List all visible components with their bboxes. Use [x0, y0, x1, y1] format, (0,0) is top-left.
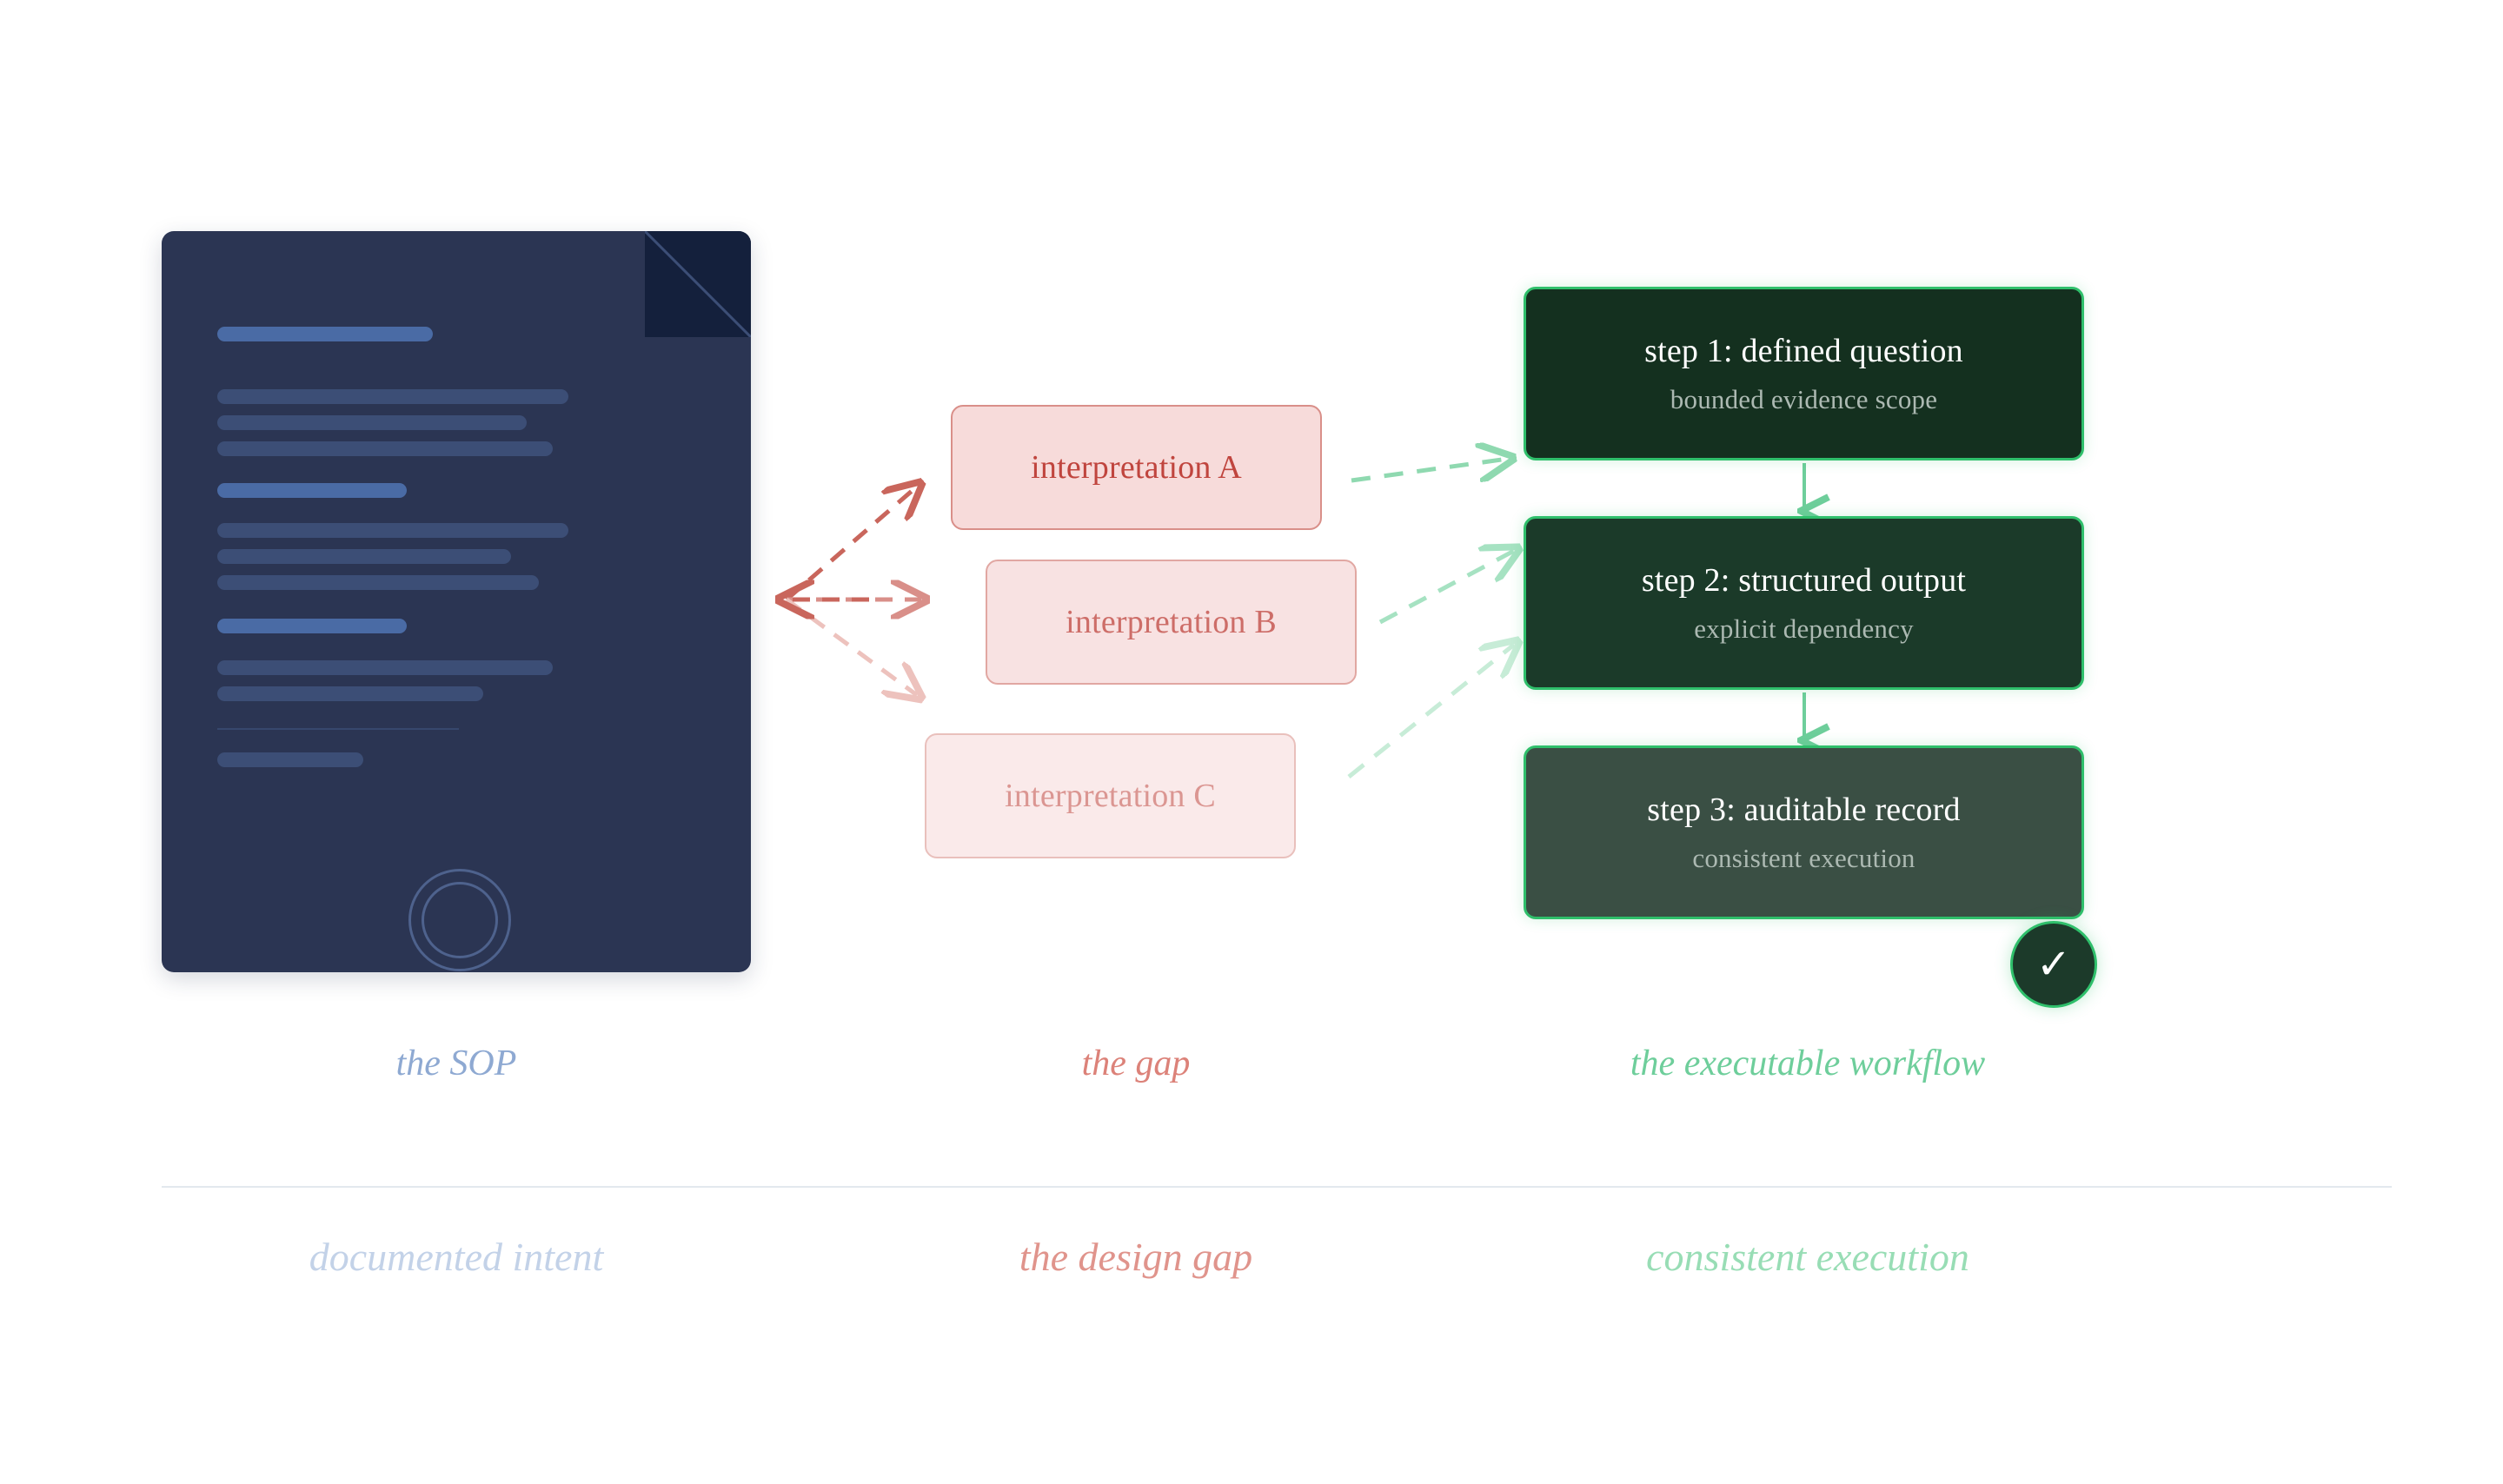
workflow-step-2-title: step 2: structured output: [1641, 562, 1967, 599]
sop-text-line: [217, 523, 568, 538]
sop-text-line: [217, 549, 511, 564]
sop-text-line: [217, 389, 568, 404]
sop-seal-inner-ring: [422, 882, 498, 958]
subcaption-the-design-gap: the design gap: [1019, 1235, 1253, 1279]
sop-text-line: [217, 327, 433, 341]
arrow-sop-to-interp-c: [785, 597, 917, 695]
sop-document: [162, 231, 751, 972]
page-fold-diagonal-icon: [645, 231, 751, 337]
sop-text-line: [217, 483, 407, 498]
sop-signature-rule: [217, 728, 459, 730]
interpretation-label-b: interpretation B: [1066, 604, 1277, 640]
workflow-step-3-subtitle: consistent execution: [1692, 843, 1915, 873]
workflow-step-1-subtitle: bounded evidence scope: [1670, 384, 1938, 414]
sop-seal-outer-ring: [408, 869, 511, 971]
workflow-step-1-title: step 1: defined question: [1644, 333, 1963, 369]
sop-text-line: [217, 441, 553, 456]
sop-text-line: [217, 686, 483, 701]
caption-the-gap: the gap: [1081, 1043, 1191, 1083]
workflow-step-2[interactable]: step 2: structured output explicit depen…: [1524, 516, 2084, 690]
interpretation-box-b[interactable]: interpretation B: [986, 560, 1357, 685]
page-fold-corner: [645, 231, 751, 337]
sop-text-line: [217, 619, 407, 633]
subcaption-documented-intent: documented intent: [309, 1235, 604, 1279]
arrow-interp-b-to-workflow: [1378, 551, 1514, 625]
sop-text-lines: [162, 231, 751, 972]
caption-the-sop: the SOP: [395, 1043, 517, 1083]
sop-text-line: [217, 575, 539, 590]
workflow-step-3-title: step 3: auditable record: [1647, 792, 1961, 828]
section-divider: [162, 1186, 2392, 1188]
workflow-step-1[interactable]: step 1: defined question bounded evidenc…: [1524, 287, 2084, 460]
arrow-interp-a-to-workflow: [1351, 459, 1508, 483]
sop-text-line: [217, 752, 363, 767]
subcaption-consistent-execution: consistent execution: [1646, 1235, 1969, 1279]
interpretation-label-a: interpretation A: [1031, 449, 1242, 486]
interpretation-box-a[interactable]: interpretation A: [951, 405, 1322, 530]
interpretation-box-c[interactable]: interpretation C: [925, 733, 1296, 858]
arrow-sop-to-interp-a: [785, 487, 917, 601]
sop-text-line: [217, 415, 527, 430]
arrow-interp-c-to-workflow: [1347, 645, 1514, 778]
sop-text-line: [217, 660, 553, 675]
workflow-step-2-subtitle: explicit dependency: [1694, 613, 1914, 644]
interpretation-label-c: interpretation C: [1005, 778, 1216, 814]
workflow-step-3[interactable]: step 3: auditable record consistent exec…: [1524, 745, 2084, 919]
checkmark-icon: ✓: [2010, 921, 2097, 1008]
caption-the-executable-workflow: the executable workflow: [1630, 1043, 1986, 1083]
